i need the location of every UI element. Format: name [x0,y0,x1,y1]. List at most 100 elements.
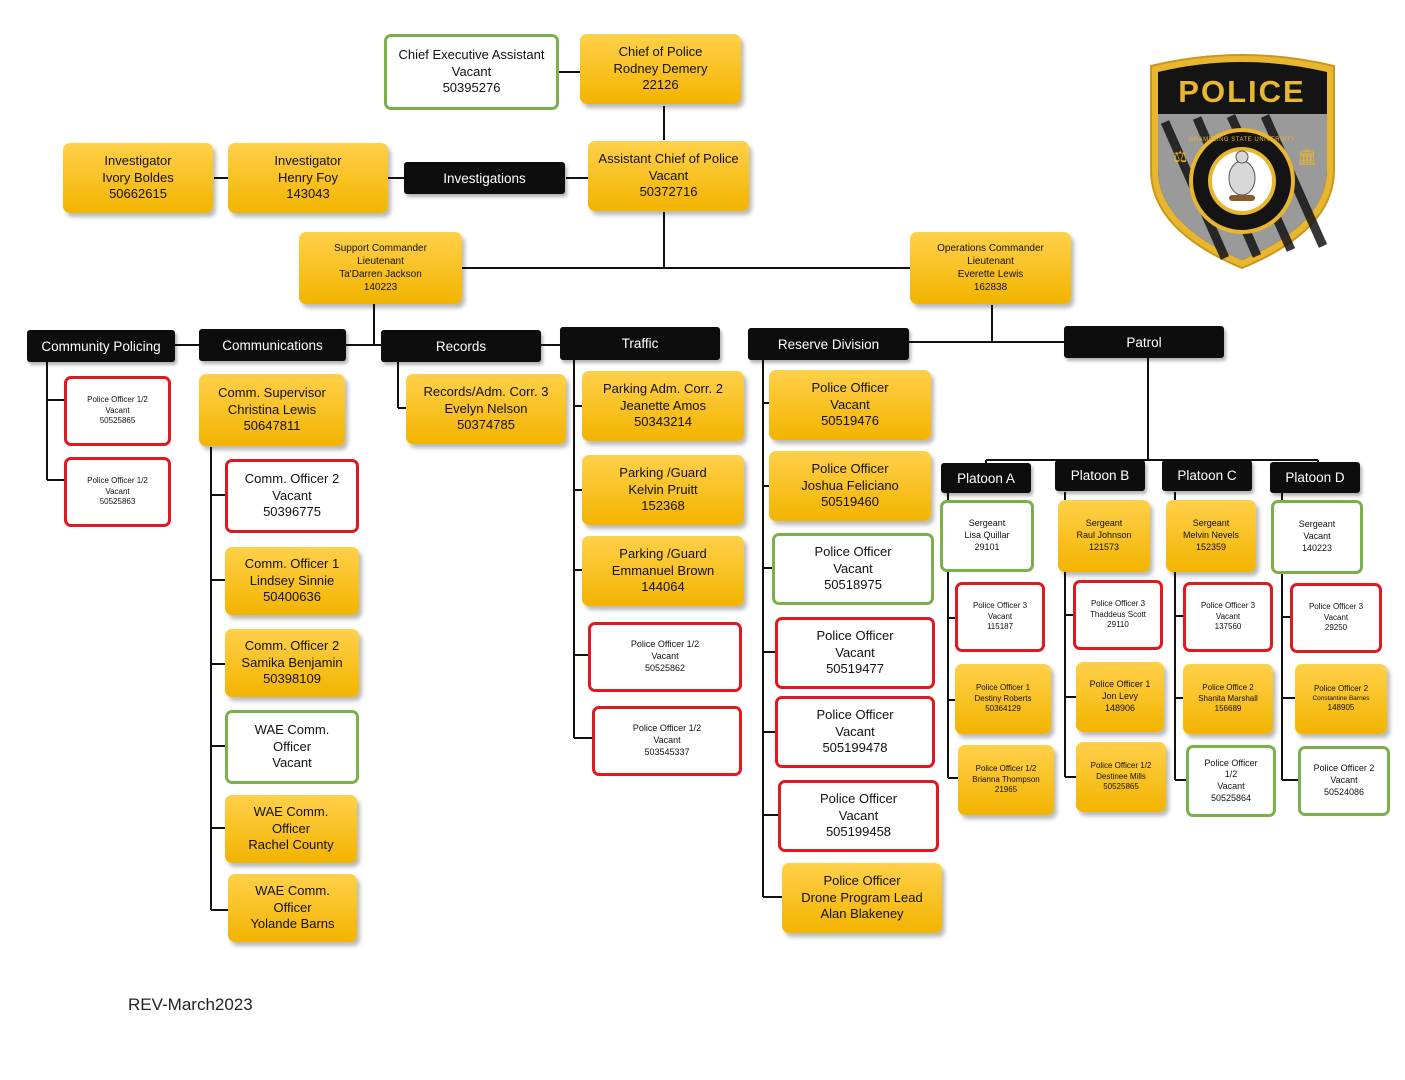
position-number: 50372716 [639,184,698,200]
platoon-d-header: Platoon D [1270,462,1360,493]
position-title: Police Officer 1/2 [87,476,148,486]
comm-supervisor-box: Comm. Supervisor Christina Lewis 5064781… [199,374,345,446]
position-holder: Rachel County [248,837,334,853]
position-number: 50525863 [99,497,136,507]
position-title-2: Officer [272,738,312,754]
comm-officer-1-box: Comm. Officer 1 Lindsey Sinnie 50400636 [225,547,359,615]
comm-officer-2-box: Comm. Officer 2 Samika Benjamin 50398109 [225,629,359,697]
position-number: 29101 [974,541,1000,552]
position-holder: Ivory Boldes [102,169,174,185]
position-title: Police Officer [816,627,894,643]
comm-officer-2-vacant-box: Comm. Officer 2 Vacant 50396775 [225,459,359,533]
position-holder: Vacant [651,651,679,662]
position-number: 50519476 [821,413,879,429]
position-number: 50525864 [1210,792,1252,803]
position-holder: Henry Foy [278,169,338,185]
badge-police-text: POLICE [1178,74,1305,109]
platoon-c-officer-12-box: Police Officer 1/2 Vacant 50525864 [1186,745,1276,817]
position-title: Police Officer [814,543,892,559]
position-title: Sergeant [968,518,1006,529]
communications-header: Communications [199,329,346,361]
position-holder: Constantine Barnes [1312,694,1370,702]
community-policing-header: Community Policing [27,330,175,362]
position-title: Police Officer [811,460,889,476]
position-title-2: Officer [271,820,311,836]
position-title: WAE Comm. [255,882,330,898]
position-number: 50519477 [826,661,884,677]
position-title: Police Officer 1/2 [630,639,700,650]
position-title: Police Officer 2 [1313,684,1369,694]
position-title: WAE Comm. [254,721,330,737]
position-title: Police Officer [823,872,901,888]
position-number: 50395276 [442,80,501,96]
reserve-officer-box-2: Police Officer Joshua Feliciano 50519460 [769,451,931,521]
position-number: 50525865 [1103,782,1139,792]
position-holder: Christina Lewis [227,401,317,417]
position-title: Police Officer [811,379,889,395]
position-holder: Vacant [838,807,879,823]
position-number: 121573 [1088,541,1120,552]
position-number: 50518975 [824,577,882,593]
position-title: Parking /Guard [619,464,707,480]
position-holder: Vacant [451,63,492,79]
position-title: Support Commander [334,243,427,254]
position-title: WAE Comm. [253,803,329,819]
position-title: Sergeant [1085,518,1123,529]
platoon-a-officer-12-box: Police Officer 1/2 Brianna Thompson 2196… [958,745,1054,815]
position-title: Comm. Officer 2 [244,470,340,486]
position-title: Comm. Officer 1 [244,555,340,571]
position-title: Police Officer 1/2 [1090,761,1152,771]
position-number: 115187 [986,622,1014,632]
platoon-a-officer-1-box: Police Officer 1 Destiny Roberts 5036412… [955,664,1051,734]
position-title: Chief Executive Assistant [398,46,545,62]
position-number: 152359 [1195,541,1227,552]
position-title: Parking /Guard [619,545,707,561]
reserve-division-header: Reserve Division [748,328,909,360]
position-holder: Lisa Quillar [964,530,1010,541]
position-title: Police Officer [816,706,894,722]
platoon-d-officer-2-vacant-box: Police Officer 2 Vacant 50524086 [1298,746,1390,816]
position-number: 50374785 [457,417,515,433]
position-title: Parking Adm. Corr. 2 [603,380,723,396]
position-number: 137560 [1214,622,1242,632]
position-holder: Vacant [653,735,681,746]
platoon-a-header: Platoon A [941,463,1031,493]
position-title: Records/Adm. Corr. 3 [423,383,549,399]
position-holder: Vacant [835,723,875,739]
parking-guard-emmanuel-box: Parking /Guard Emmanuel Brown 144064 [582,536,744,606]
position-holder: Jeanette Amos [620,397,706,413]
platoon-a-sergeant-box: Sergeant Lisa Quillar 29101 [940,500,1034,572]
position-number: 50398109 [263,671,321,687]
position-title: Assistant Chief of Police [598,150,739,166]
position-holder: Destiny Roberts [974,693,1032,703]
position-holder: Evelyn Nelson [444,400,528,416]
reserve-officer-box-5: Police Officer Vacant 505199478 [775,696,935,768]
position-title-2: 1/2 [1224,769,1238,780]
position-holder: Joshua Feliciano [801,477,899,493]
platoon-b-officer-1-box: Police Officer 1 Jon Levy 148906 [1076,662,1164,732]
position-number: 50647811 [243,418,301,434]
position-number: 50400636 [263,589,321,605]
position-holder: Vacant [830,396,870,412]
position-title: Police Officer [819,790,898,806]
platoon-c-officer-2-box: Police Office 2 Shanita Marshall 156689 [1183,664,1273,734]
position-rank: Lieutenant [967,256,1014,267]
parking-adm-box: Parking Adm. Corr. 2 Jeanette Amos 50343… [582,371,744,441]
scales-icon: ⚖ [1173,147,1187,166]
position-holder: Samika Benjamin [241,654,343,670]
platoon-b-sergeant-box: Sergeant Raul Johnson 121573 [1058,500,1150,572]
chief-executive-assistant-box: Chief Executive Assistant Vacant 5039527… [384,34,559,110]
position-holder: Vacant [987,611,1013,621]
patrol-header: Patrol [1064,326,1224,358]
platoon-d-officer-2-box: Police Officer 2 Constantine Barnes 1489… [1295,664,1387,734]
revision-label: REV-March2023 [128,995,253,1014]
position-number: 140223 [1301,542,1333,553]
position-number: 143043 [286,186,330,202]
community-officer-box-2: Police Officer 1/2 Vacant 50525863 [64,457,171,527]
position-title: Police Officer 1 [975,683,1031,693]
position-number: 22126 [642,77,679,93]
position-holder: Yolande Barns [250,916,335,932]
position-holder: Vacant [1323,612,1349,622]
police-badge-logo: POLICE GRAMBLING STATE UNIVERSITY ⚖ 🏛 [1150,54,1335,270]
